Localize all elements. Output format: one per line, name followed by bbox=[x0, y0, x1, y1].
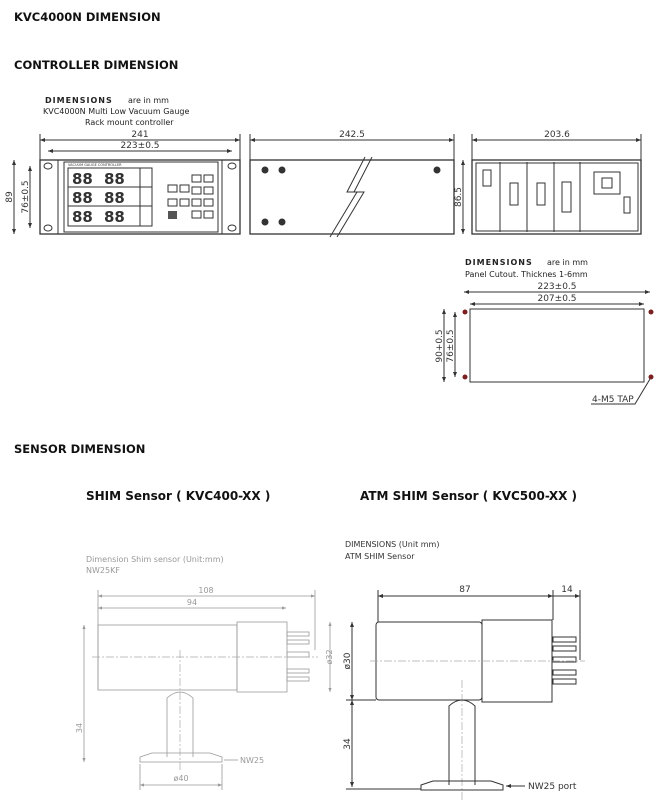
shim-body-length: 94 bbox=[187, 598, 197, 607]
controller-heading: CONTROLLER DIMENSION bbox=[14, 58, 179, 72]
cutout-note-bold: DIMENSIONS bbox=[465, 258, 533, 267]
atm-pin-length: 14 bbox=[561, 585, 573, 595]
front-height-label: 89 bbox=[5, 191, 15, 203]
svg-text:88: 88 bbox=[104, 170, 125, 188]
shim-diameter: ø32 bbox=[325, 649, 334, 664]
front-note-bold: DIMENSIONS bbox=[45, 96, 113, 105]
front-width-label: 241 bbox=[131, 130, 148, 140]
front-height-holes-label: 76±0.5 bbox=[21, 180, 31, 213]
svg-text:88: 88 bbox=[104, 208, 125, 226]
cutout-subtitle: Panel Cutout. Thicknes 1-6mm bbox=[465, 270, 588, 279]
tap-label: 4-M5 TAP bbox=[592, 395, 634, 405]
svg-text:88: 88 bbox=[72, 189, 93, 207]
svg-text:88: 88 bbox=[104, 189, 125, 207]
shim-flange-diameter: ø40 bbox=[173, 774, 188, 783]
atm-sensor-drawing: DIMENSIONS (Unit mm) ATM SHIM Sensor 87 … bbox=[343, 540, 585, 800]
panel-label: VACUUM GAUGE CONTROLLER bbox=[68, 163, 122, 167]
shim-note1: Dimension Shim sensor (Unit:mm) bbox=[86, 555, 224, 564]
shim-port-label: NW25 bbox=[240, 756, 264, 765]
cutout-width-label: 207±0.5 bbox=[537, 294, 576, 304]
page-title: KVC4000N DIMENSION bbox=[14, 10, 161, 24]
front-holes-label: 223±0.5 bbox=[120, 141, 159, 151]
front-buttons bbox=[167, 174, 214, 219]
sensor-heading: SENSOR DIMENSION bbox=[14, 442, 146, 456]
shim-total-length: 108 bbox=[198, 586, 213, 595]
front-model: KVC4000N Multi Low Vacuum Gauge bbox=[43, 107, 189, 116]
atm-note2: ATM SHIM Sensor bbox=[345, 552, 415, 561]
atm-body-length: 87 bbox=[459, 585, 470, 595]
shim-sensor-drawing: Dimension Shim sensor (Unit:mm) NW25KF 1… bbox=[75, 555, 334, 790]
cutout-holes-label: 223±0.5 bbox=[537, 282, 576, 292]
atm-port-label: NW25 port bbox=[528, 782, 577, 792]
atm-sensor-title: ATM SHIM Sensor ( KVC500-XX ) bbox=[360, 489, 578, 503]
shim-sensor-title: SHIM Sensor ( KVC400-XX ) bbox=[86, 489, 271, 503]
front-note: are in mm bbox=[128, 96, 169, 105]
front-type: Rack mount controller bbox=[85, 118, 174, 127]
rear-view: 203.6 86.5 bbox=[454, 130, 642, 235]
side-view: 242.5 bbox=[249, 130, 455, 238]
shim-note2: NW25KF bbox=[86, 566, 120, 575]
rear-width-label: 203.6 bbox=[544, 130, 570, 140]
svg-text:88: 88 bbox=[72, 170, 93, 188]
front-view: DIMENSIONS are in mm KVC4000N Multi Low … bbox=[5, 96, 241, 235]
atm-height: 34 bbox=[343, 738, 353, 750]
cutout-height-holes-label: 76±0.5 bbox=[446, 329, 456, 362]
panel-cutout: DIMENSIONS are in mm Panel Cutout. Thick… bbox=[435, 258, 654, 405]
atm-note1: DIMENSIONS (Unit mm) bbox=[345, 540, 439, 549]
svg-text:88: 88 bbox=[72, 208, 93, 226]
atm-diameter: ø30 bbox=[343, 652, 353, 669]
shim-height: 34 bbox=[75, 723, 84, 733]
cutout-note: are in mm bbox=[547, 258, 588, 267]
rear-height-label: 86.5 bbox=[454, 187, 464, 207]
side-depth-label: 242.5 bbox=[339, 130, 365, 140]
cutout-height-label: 90+0.5 bbox=[435, 329, 445, 362]
